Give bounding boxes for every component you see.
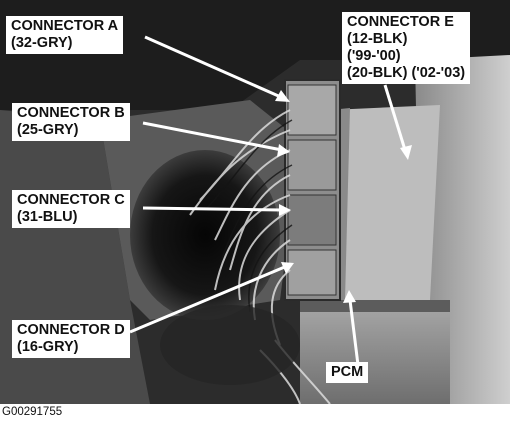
callout-connector-c: CONNECTOR C (31-BLU) (12, 190, 130, 228)
connector-c-label: CONNECTOR C (17, 192, 125, 208)
callout-connector-e: CONNECTOR E (12-BLK) ('99-'00) (20-BLK) … (342, 12, 471, 84)
connector-b-label: CONNECTOR B (17, 105, 125, 121)
connector-e-years-1: ('99-'00) (347, 48, 401, 64)
pcm-box-shadow (300, 300, 450, 312)
pcm-housing (330, 105, 440, 300)
pcm-box (300, 300, 450, 404)
callout-pcm: PCM (326, 362, 369, 383)
arrow-connector-a (144, 35, 290, 102)
connector-a-body (287, 84, 337, 136)
arrow-connector-e (383, 84, 412, 160)
callout-connector-b: CONNECTOR B (25-GRY) (12, 103, 130, 141)
connector-b-body (287, 139, 337, 191)
callout-connector-a: CONNECTOR A (32-GRY) (6, 16, 124, 54)
connector-c-spec: (31-BLU) (17, 209, 78, 225)
connector-d-spec: (16-GRY) (17, 339, 79, 355)
arrow-connector-b (142, 121, 290, 157)
connector-d-body (287, 249, 337, 296)
lower-harness (160, 305, 300, 385)
arrow-pcm (343, 290, 360, 366)
connector-c-body (287, 194, 337, 246)
engine-bay-photo: CONNECTOR A (32-GRY) CONNECTOR B (25-GRY… (0, 0, 510, 404)
connector-a-spec: (32-GRY) (11, 35, 73, 51)
connector-e-spec-1: (12-BLK) (347, 31, 408, 47)
connector-e-spec-2: (20-BLK) ('02-'03) (347, 65, 466, 81)
connector-a-label: CONNECTOR A (11, 18, 119, 34)
connector-e-label: CONNECTOR E (347, 14, 454, 30)
arrow-connector-c (142, 204, 291, 216)
connector-d-label: CONNECTOR D (17, 322, 125, 338)
arrow-connector-d (129, 262, 294, 334)
dark-opening (130, 150, 280, 320)
wiring-harness-dark (204, 119, 293, 313)
connector-b-spec: (25-GRY) (17, 122, 79, 138)
pcm-label: PCM (331, 364, 364, 380)
callout-connector-d: CONNECTOR D (16-GRY) (12, 320, 130, 358)
figure-id-caption: G00291755 (2, 406, 63, 418)
